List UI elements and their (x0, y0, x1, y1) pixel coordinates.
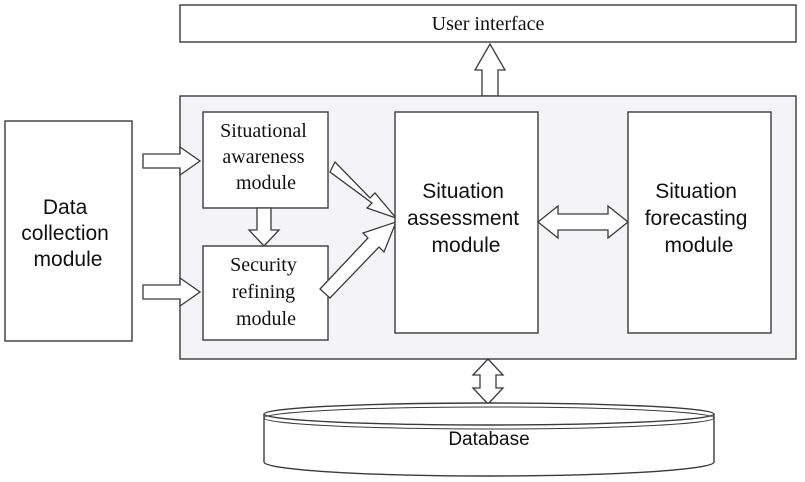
security-refining-node: Security refining module (202, 245, 329, 341)
database-label: Database (448, 429, 529, 450)
arrow-refining-to-assessment (319, 220, 398, 299)
database-node: Database (263, 402, 715, 477)
situation-assessment-line-3: module (432, 234, 501, 257)
situation-forecasting-node: Situation forecasting module (627, 111, 772, 334)
security-refining-line-2: refining (232, 281, 295, 303)
data-collection-node: Data collection module (4, 120, 133, 342)
situational-awareness-line-1: Situational (220, 120, 307, 142)
situational-awareness-line-3: module (236, 172, 296, 194)
situational-awareness-node: Situational awareness module (202, 111, 329, 209)
situation-forecasting-line-2: forecasting (645, 207, 748, 230)
situational-awareness-line-2: awareness (222, 146, 304, 168)
user-interface-label: User interface (432, 13, 545, 35)
user-interface-node: User interface (179, 4, 797, 43)
situation-assessment-line-1: Situation (422, 180, 504, 203)
security-refining-line-1: Security (230, 254, 297, 276)
arrow-awareness-to-assessment (329, 160, 399, 220)
situation-forecasting-line-1: Situation (655, 180, 737, 203)
data-collection-line-3: module (34, 248, 103, 271)
situation-assessment-label: Situation assessment module (407, 180, 525, 257)
arrow-awareness-to-refining (247, 207, 281, 247)
situational-awareness-label: Situational awareness module (220, 120, 312, 194)
situation-forecasting-label: Situation forecasting module (645, 180, 754, 257)
data-collection-line-2: collection (21, 222, 109, 245)
situation-assessment-node: Situation assessment module (394, 111, 539, 334)
arrow-to-user-interface (473, 42, 507, 97)
data-collection-label: Data collection module (21, 196, 114, 271)
situation-assessment-line-2: assessment (407, 207, 519, 230)
security-refining-line-3: module (236, 308, 296, 330)
arrow-data-to-refining (142, 276, 202, 308)
situation-forecasting-line-3: module (665, 234, 734, 257)
arrow-data-to-awareness (142, 145, 202, 177)
data-collection-line-1: Data (43, 196, 88, 219)
security-refining-label: Security refining module (230, 254, 302, 330)
arrow-frame-database (471, 358, 505, 405)
